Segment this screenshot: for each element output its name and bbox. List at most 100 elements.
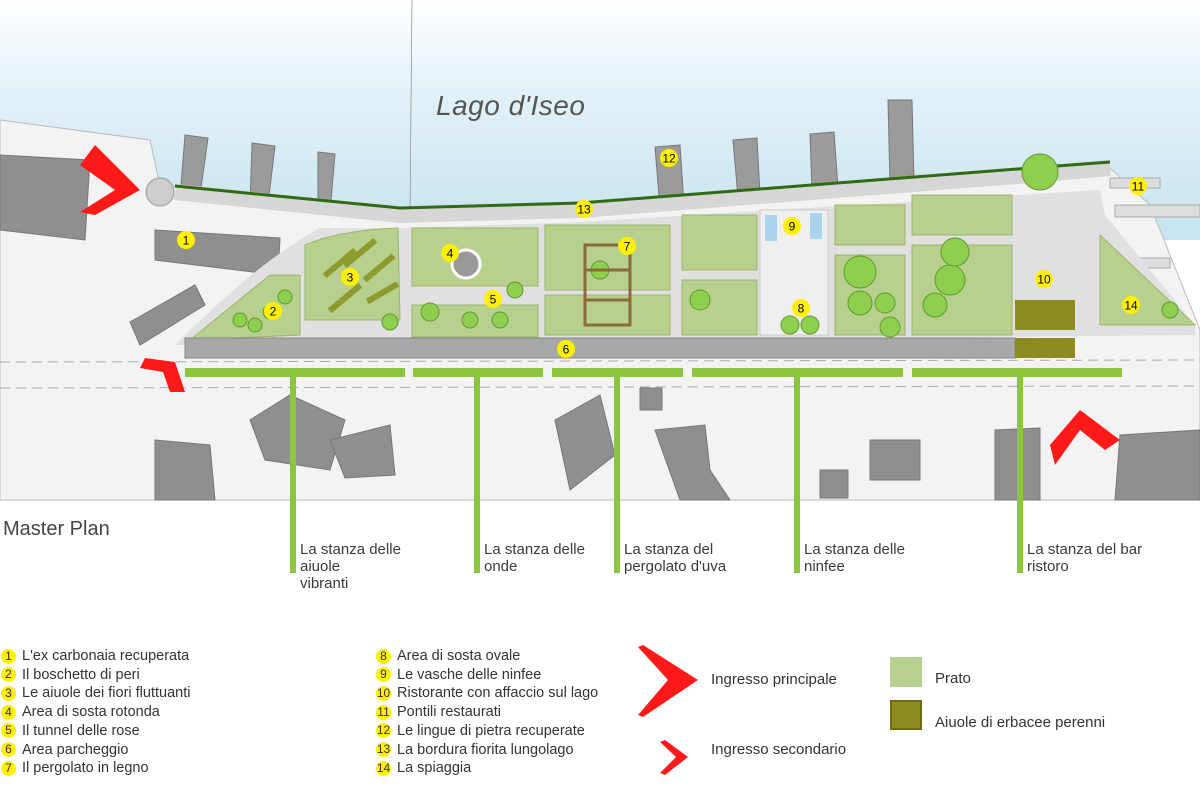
parking-beds <box>1015 338 1075 358</box>
marker-circle <box>792 299 810 317</box>
map-marker: 10 <box>1035 270 1053 288</box>
legend-label: Le vasche delle ninfee <box>397 666 542 683</box>
marker-number: 11 <box>1132 180 1145 194</box>
restaurant-garden <box>1015 300 1075 330</box>
entrance-legend-icons <box>638 645 698 775</box>
legend-item: 6 Area parcheggio <box>1 741 128 760</box>
legend-item: 9 Le vasche delle ninfee <box>376 666 541 685</box>
marker-number: 14 <box>1124 299 1138 313</box>
marker-number: 13 <box>577 203 591 217</box>
legend-label: Pontili restaurati <box>397 704 501 721</box>
legend-item: 10 Ristorante con affaccio sul lago <box>376 684 598 703</box>
marker-circle <box>1035 270 1053 288</box>
floating-flower-beds <box>322 237 400 314</box>
map-marker: 13 <box>575 200 593 218</box>
legend-item: 1 L'ex carbonaia recuperata <box>1 647 189 666</box>
legend-main-entrance: Ingresso principale <box>711 671 837 688</box>
map-marker: 1 <box>177 231 195 249</box>
legend-label: Le aiuole dei fiori fluttuanti <box>22 685 191 702</box>
legend-number: 6 <box>1 742 16 758</box>
map-marker: 14 <box>1122 296 1140 314</box>
marker-circle <box>264 302 282 320</box>
legend-label: Area di sosta rotonda <box>22 704 160 721</box>
lake-title: Lago d'Iseo <box>436 90 586 121</box>
marker-circle <box>1122 296 1140 314</box>
marker-circle <box>177 231 195 249</box>
marker-number: 4 <box>447 247 454 261</box>
roundabout <box>145 177 175 207</box>
marker-circle <box>575 200 593 218</box>
beds-swatch <box>890 700 922 730</box>
road <box>0 359 1200 363</box>
map-marker: 4 <box>441 244 459 262</box>
map-marker: 2 <box>264 302 282 320</box>
legend-number: 8 <box>376 648 391 664</box>
legend-label: Area di sosta ovale <box>397 648 521 664</box>
legend-label: L'ex carbonaia recuperata <box>22 648 190 664</box>
legend-item: 8 Area di sosta ovale <box>376 647 520 666</box>
legend-label: Area parcheggio <box>22 741 129 758</box>
marker-circle <box>557 340 575 358</box>
legend-item: 12 Le lingue di pietra recuperate <box>376 722 585 741</box>
legend-label: La spiaggia <box>397 760 472 777</box>
legend-item: 11 Pontili restaurati <box>376 703 501 722</box>
legend-number: 7 <box>1 760 16 776</box>
marker-number: 6 <box>563 343 570 357</box>
master-plan-title: Master Plan <box>3 518 110 540</box>
round-rest-area <box>450 248 482 280</box>
road <box>0 385 1200 389</box>
main-entrance-arrow-icon <box>80 145 140 215</box>
legend-number: 5 <box>1 723 16 739</box>
water-lily-pool <box>810 213 822 239</box>
legend-lawn: Prato <box>935 670 971 687</box>
legend-item: 3 Le aiuole dei fiori fluttuanti <box>1 684 190 703</box>
buildings <box>0 154 1200 501</box>
marker-circle <box>660 149 678 167</box>
marker-number: 7 <box>624 240 631 254</box>
legend-number: 9 <box>376 667 391 683</box>
marker-circle <box>484 290 502 308</box>
map-marker: 6 <box>557 340 575 358</box>
water-lily-pool <box>765 215 777 241</box>
mast <box>409 0 413 211</box>
legend-item: 14 La spiaggia <box>376 759 471 778</box>
map-marker: 7 <box>618 237 636 255</box>
marker-number: 8 <box>798 302 805 316</box>
legend-label: Le lingue di pietra recuperate <box>397 722 585 739</box>
wooden-pergola <box>583 243 632 327</box>
map-marker: 3 <box>341 268 359 286</box>
secondary-entrance-arrow-icon <box>1050 410 1120 465</box>
legend-number: 12 <box>376 723 391 739</box>
legend-number: 11 <box>376 704 391 720</box>
legend-number: 13 <box>376 742 391 758</box>
marker-number: 2 <box>270 305 277 319</box>
legend-number: 10 <box>376 686 391 702</box>
marker-number: 12 <box>662 152 676 166</box>
secondary-entrance-icon <box>660 740 688 775</box>
legend-number: 14 <box>376 760 391 776</box>
parking-area <box>184 337 1016 359</box>
stone-piers <box>179 99 915 213</box>
legend-beds: Aiuole di erbacee perenni <box>935 714 1106 731</box>
room-lines <box>185 368 1122 573</box>
legend-number: 3 <box>1 686 16 702</box>
marker-number: 5 <box>490 293 497 307</box>
map-marker: 11 <box>1129 177 1147 195</box>
legend-label: Il boschetto di peri <box>22 666 140 683</box>
legend-label: Ristorante con affaccio sul lago <box>397 685 599 702</box>
marker-number: 10 <box>1037 273 1051 287</box>
map-marker: 5 <box>484 290 502 308</box>
marker-circle <box>783 217 801 235</box>
legend-number: 1 <box>1 648 16 664</box>
